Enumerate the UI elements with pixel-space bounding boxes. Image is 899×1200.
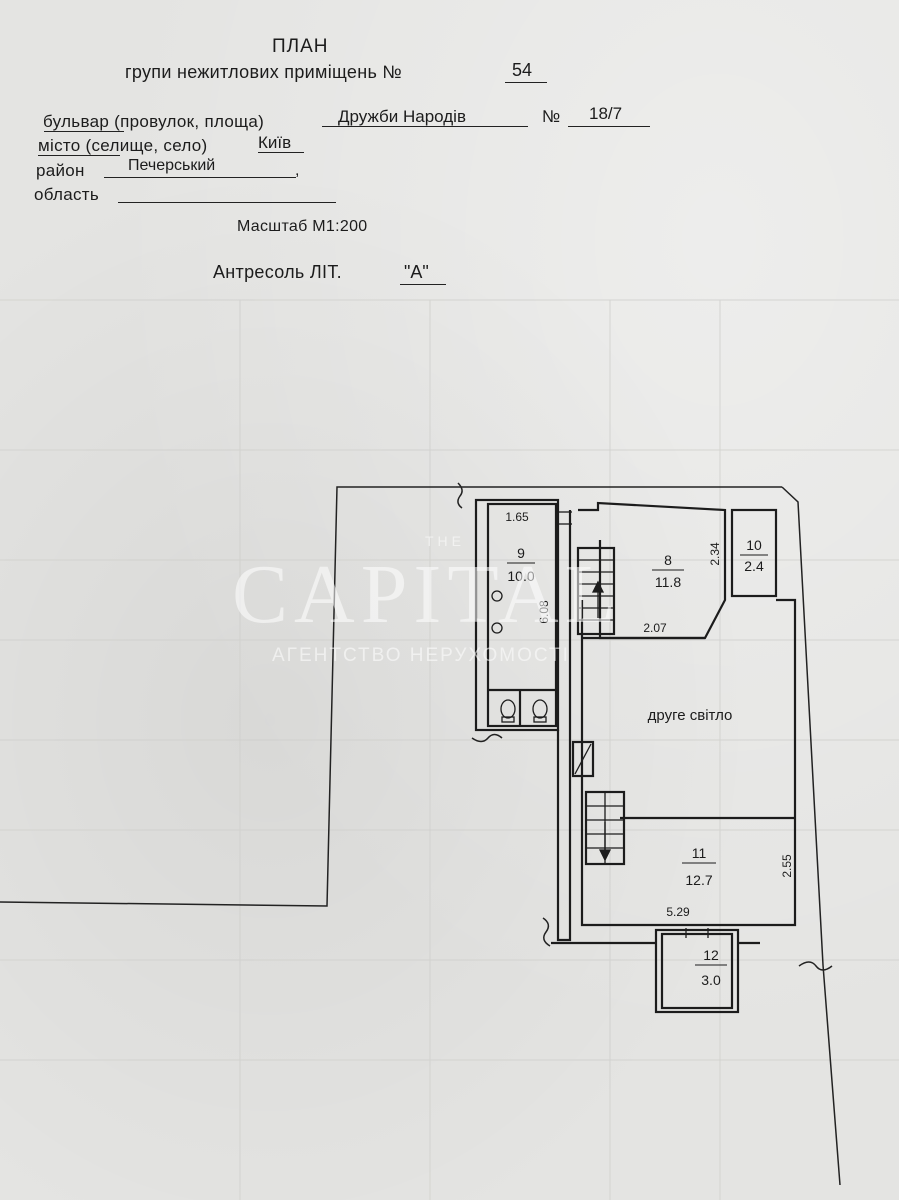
region-line: [118, 202, 336, 203]
city-value-line: [258, 152, 304, 153]
district-label: район: [36, 161, 85, 180]
dimension-6-08: 6.08: [537, 600, 551, 624]
room-8-area: 11.8: [655, 574, 681, 590]
street-line: [44, 131, 124, 132]
sink-top-icon: [491, 590, 503, 602]
room-10-number: 10: [746, 537, 762, 553]
outer-right-wall: [781, 486, 841, 1186]
room-12-inner: [660, 932, 734, 1010]
district-value: Печерський: [128, 157, 216, 174]
room-9-area: 10.0: [507, 568, 534, 584]
watermark-small: THE: [425, 533, 465, 549]
break-mark-top: [457, 482, 463, 509]
floor-lit-line: [400, 284, 446, 285]
stairs-top: [576, 546, 616, 636]
city-value: Київ: [258, 133, 292, 152]
house-number: 18/7: [589, 104, 623, 123]
street-value-line: [322, 126, 528, 127]
break-mark-left: [542, 917, 551, 947]
watermark-brand: CAPITAL: [232, 548, 622, 641]
dimension-2-07: 2.07: [643, 621, 667, 635]
room-11-number: 11: [692, 845, 707, 861]
street-value: Дружби Народів: [338, 107, 466, 126]
room-10-outline: [730, 508, 778, 598]
corridor-wall: [556, 510, 572, 942]
floor-label: Антресоль ЛІТ.: [213, 262, 342, 282]
room-8-number: 8: [664, 552, 672, 568]
room-9-outline: [474, 498, 560, 732]
dimension-2-55: 2.55: [780, 854, 794, 878]
dimension-2-34: 2.34: [708, 542, 722, 566]
room-9-inner: [486, 502, 558, 728]
outer-outline: [0, 486, 458, 907]
street-label: бульвар (провулок, площа): [43, 112, 265, 131]
region-label: область: [34, 185, 100, 204]
dimension-5-29: 5.29: [666, 905, 690, 919]
room-12-area: 3.0: [701, 972, 721, 988]
district-line: [104, 177, 296, 178]
house-label: №: [542, 107, 561, 126]
hall-outline: [580, 598, 797, 927]
city-line: [38, 155, 120, 156]
room-12-outline: [654, 928, 740, 1014]
room-10-area: 2.4: [744, 558, 764, 574]
toilet-right-icon: [532, 699, 548, 719]
room-12-number: 12: [703, 947, 719, 963]
floor-lit: "А": [404, 262, 429, 282]
watermark-tagline: АГЕНТСТВО НЕРУХОМОСТІ: [272, 645, 570, 666]
break-mark-right: [798, 961, 833, 971]
district-suffix: ,: [295, 162, 300, 179]
break-mark-lower-left: [471, 733, 503, 743]
sink-bottom-icon: [491, 622, 503, 634]
group-no-line: [505, 82, 547, 83]
shaft: [571, 740, 595, 778]
city-label: місто (селище, село): [38, 136, 208, 155]
scale-label: Масштаб М1:200: [237, 218, 368, 235]
room-9-number: 9: [517, 545, 525, 561]
dimension-1-65: 1.65: [505, 510, 529, 524]
toilet-left-icon: [500, 699, 516, 719]
second-light-label: друге світло: [648, 707, 733, 724]
group-number: 54: [512, 60, 533, 80]
plan-subtitle: групи нежитлових приміщень №: [125, 62, 403, 82]
house-line: [568, 126, 650, 127]
plan-title: ПЛАН: [272, 36, 329, 57]
room-11-area: 12.7: [685, 872, 712, 888]
